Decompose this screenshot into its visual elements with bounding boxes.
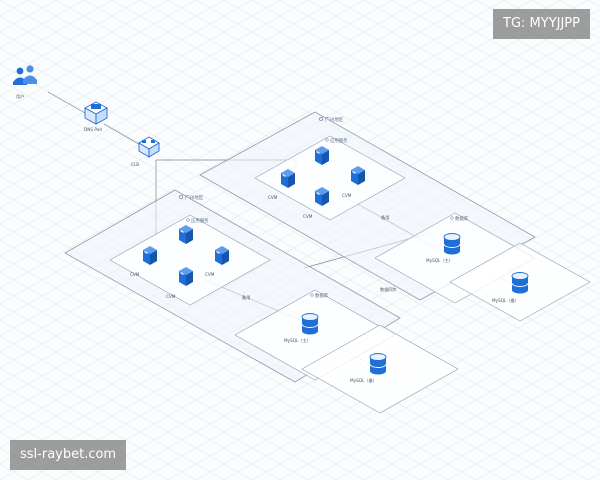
lower-db-zone-icon — [310, 293, 314, 297]
upper-cvm-1-icon — [281, 169, 295, 188]
lower-cvm-4-icon — [179, 267, 193, 286]
dns-node: DNS Pod — [84, 101, 108, 132]
upper-cvm-2-icon — [315, 146, 329, 165]
region-upper-icon — [319, 117, 323, 121]
upper-cvm-label-1: CVM — [268, 195, 278, 200]
lower-app-zone-icon — [186, 218, 190, 222]
upper-db-zone-icon — [450, 216, 454, 220]
upper-db-master-label: MySQL（主） — [426, 257, 453, 263]
upper-db-master-icon — [443, 233, 461, 255]
lower-cvm-1-icon — [143, 246, 157, 265]
dns-icon — [84, 101, 108, 125]
lower-db-slave-label: MySQL（备） — [350, 377, 377, 384]
lower-db-zone-label: 数据库 — [315, 292, 329, 299]
lower-cvm-3-icon — [215, 246, 229, 265]
region-lower-icon — [179, 195, 183, 199]
users-icon — [13, 65, 37, 85]
clb-node: CLB — [131, 136, 160, 167]
lower-cvm-2-icon — [179, 225, 193, 244]
upper-db-zone-label: 数据库 — [455, 215, 469, 222]
clb-icon — [138, 136, 160, 158]
link-dns-clb — [103, 123, 143, 147]
upper-app-zone-label: 应用服务 — [330, 137, 348, 144]
upper-cvm-4-icon — [315, 187, 329, 206]
upper-cvm-label-2: CVM — [342, 193, 352, 198]
upper-db-slave-icon — [511, 272, 529, 294]
lower-app-zone — [109, 214, 271, 306]
watermark-bottom: ssl-raybet.com — [10, 440, 127, 470]
lower-db-slave-icon — [369, 353, 387, 375]
lower-cvm-label-3: CVM — [166, 294, 176, 299]
upper-cvm-group: CVM CVM CVM — [268, 146, 365, 219]
upper-cvm-3-icon — [351, 166, 365, 185]
region-upper-name: 广州地区 — [325, 116, 344, 123]
clb-label: CLB — [131, 162, 139, 167]
upper-app-zone-icon — [325, 138, 329, 142]
cross-sync-label: 数据同步 — [380, 286, 397, 293]
lower-cvm-label-2: CVM — [205, 272, 215, 277]
watermark-top: TG: MYYJJPP — [493, 9, 590, 39]
upper-db-slave-label: MySQL（备） — [492, 297, 519, 304]
lower-link-label: 备用 — [242, 294, 250, 301]
dns-label: DNS Pod — [84, 127, 102, 132]
lower-db-master-icon — [301, 313, 319, 335]
lower-db-master-label: MySQL（主） — [284, 337, 311, 343]
lower-cvm-group: CVM CVM CVM — [130, 225, 229, 299]
lower-cvm-label-1: CVM — [130, 272, 140, 277]
users-label: 用户 — [16, 93, 24, 100]
region-upper: 广州地区 应用服务 CVM CVM CVM 备用 数据库 MySQL（主） — [199, 111, 591, 322]
upper-app-zone — [254, 135, 406, 221]
users-node: 用户 — [13, 65, 37, 100]
upper-link-label: 备用 — [381, 214, 389, 221]
lower-app-zone-label: 应用服务 — [191, 217, 209, 224]
region-lower-name: 广州地区 — [185, 194, 204, 201]
region-lower: 广州地区 应用服务 CVM CVM CVM 备用 数据库 MySQL（主） My… — [64, 189, 459, 414]
upper-cvm-label-3: CVM — [303, 214, 313, 219]
